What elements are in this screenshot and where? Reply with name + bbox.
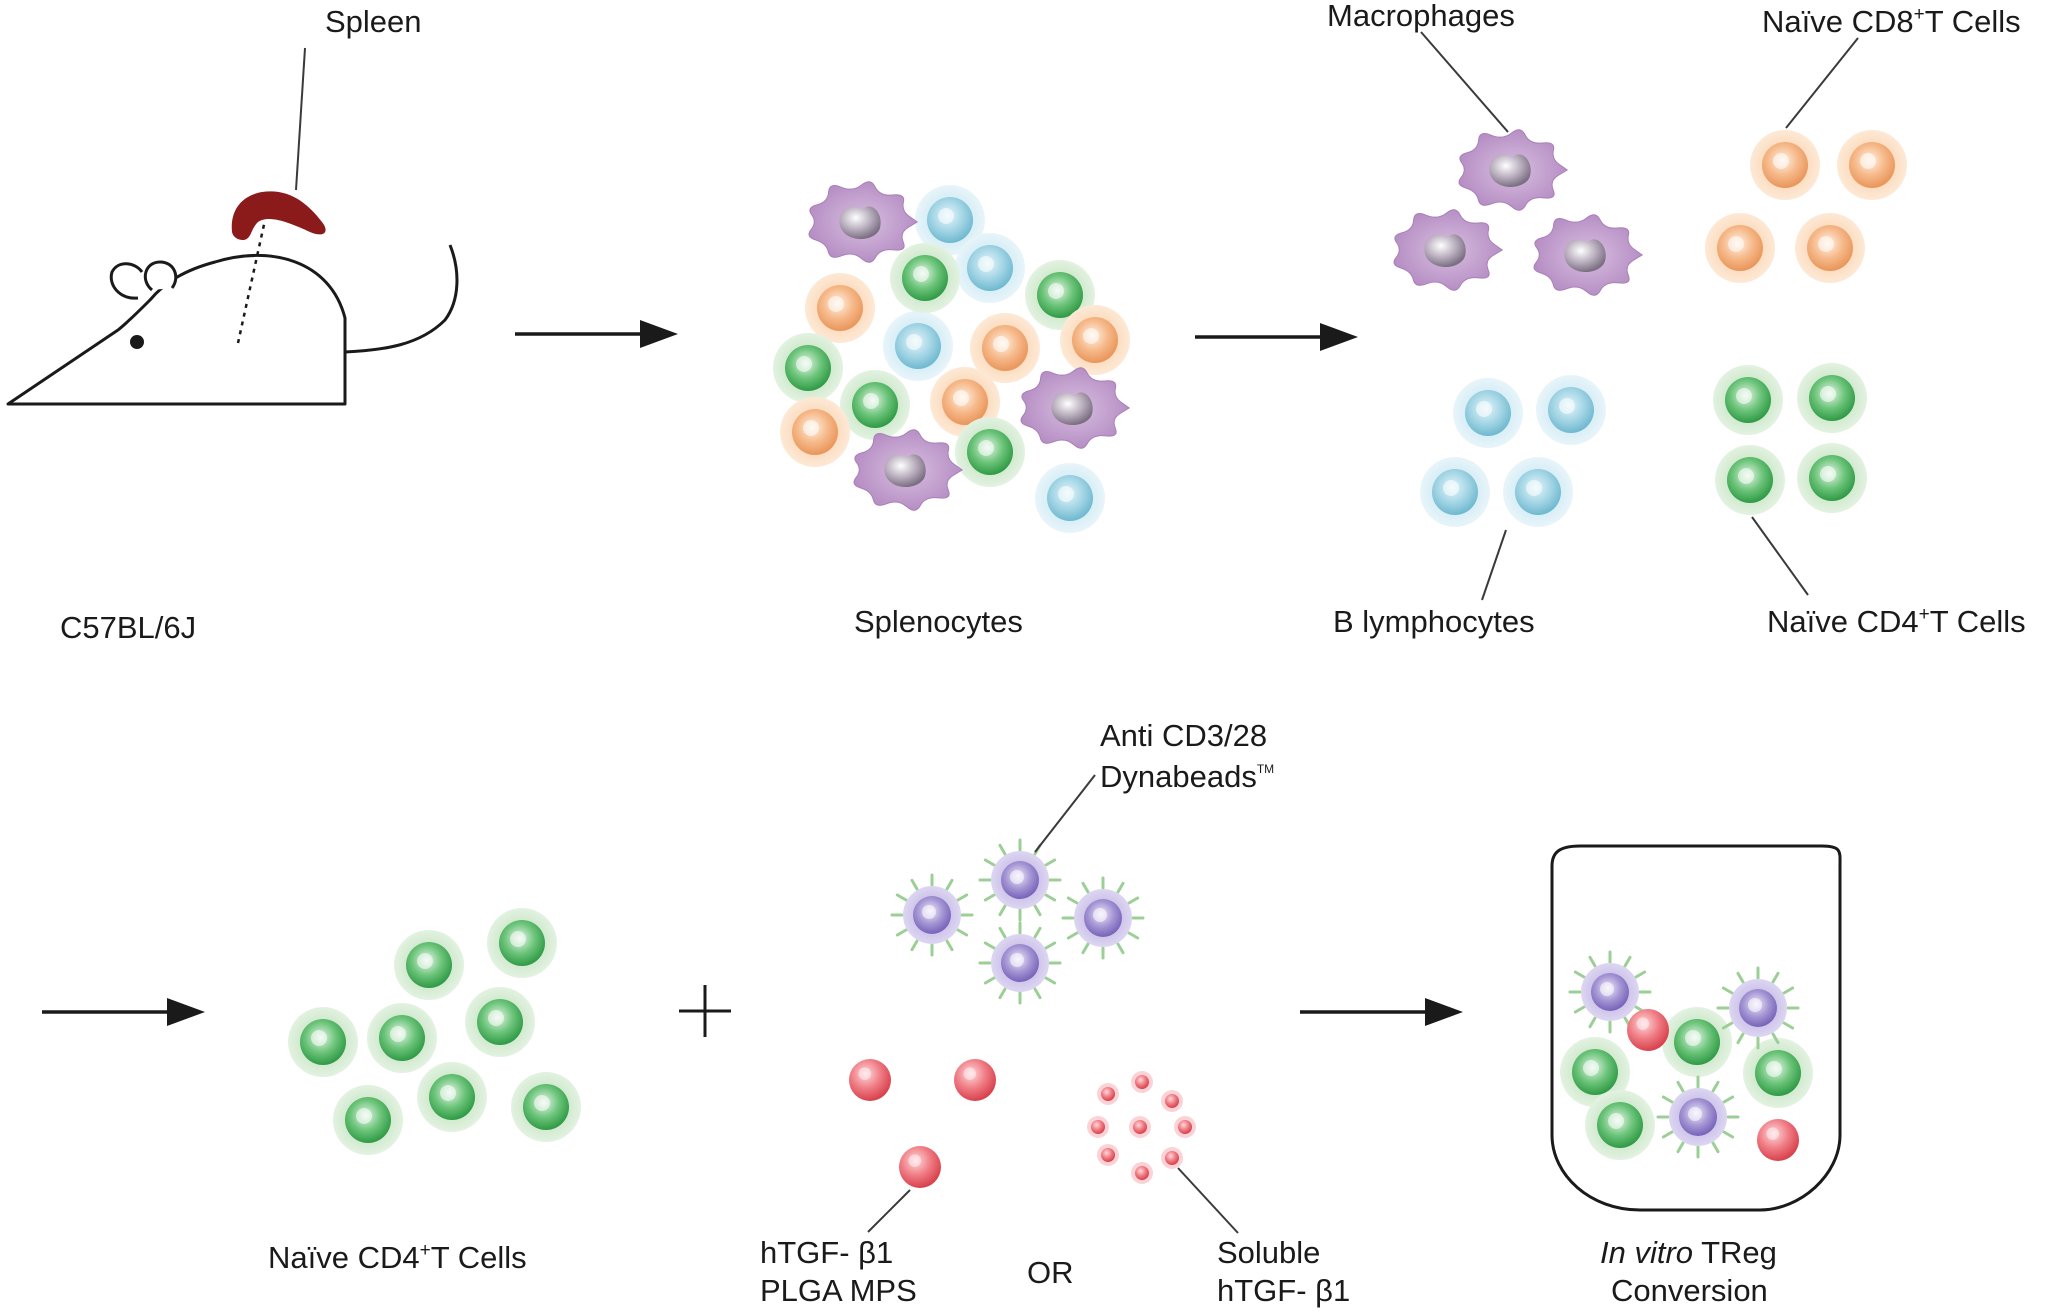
splenocyte-cell bbox=[780, 397, 850, 467]
macrophage-cell bbox=[853, 429, 964, 511]
conversion-label-line2: Conversion bbox=[1611, 1273, 1768, 1308]
dynabead bbox=[1061, 876, 1145, 960]
or-label: OR bbox=[1027, 1255, 1074, 1290]
splenocyte-cell bbox=[970, 313, 1040, 383]
macrophage-group bbox=[1393, 129, 1644, 296]
macrophage-cell bbox=[1020, 367, 1131, 449]
splenocyte-cell bbox=[955, 233, 1025, 303]
naive-cd4-label-bottom: Naïve CD4+T Cells bbox=[268, 1240, 527, 1275]
soluble-tgf-particle bbox=[1174, 1116, 1196, 1138]
dynabead bbox=[1568, 950, 1652, 1034]
soluble-tgf-particle bbox=[1131, 1162, 1153, 1184]
splenocyte-cell bbox=[955, 417, 1025, 487]
well-contents bbox=[1560, 950, 1813, 1161]
dynabeads-label-line1: Anti CD3/28 bbox=[1100, 718, 1267, 753]
b-cell bbox=[1503, 457, 1573, 527]
cd4-cell-group-bottom bbox=[288, 908, 581, 1155]
cd4-cell bbox=[1715, 445, 1785, 515]
cd4-cell bbox=[1713, 365, 1783, 435]
dynabead bbox=[1656, 1075, 1740, 1159]
arrow-4 bbox=[1300, 998, 1463, 1026]
dynabead bbox=[1716, 966, 1800, 1050]
plga-particle bbox=[899, 1146, 941, 1188]
macrophage-cell bbox=[1533, 214, 1644, 296]
dynabead bbox=[890, 873, 974, 957]
cd4-cell bbox=[1560, 1037, 1630, 1107]
soluble-label-line1: Soluble bbox=[1217, 1235, 1320, 1270]
arrow-2 bbox=[1195, 323, 1358, 351]
spleen-icon bbox=[231, 191, 326, 240]
cd8-cell bbox=[1705, 213, 1775, 283]
cd4-cell bbox=[1797, 443, 1867, 513]
cd4-cell bbox=[417, 1062, 487, 1132]
soluble-tgf-particle bbox=[1131, 1071, 1153, 1093]
cd4-cell bbox=[1662, 1007, 1732, 1077]
cd4-cell bbox=[367, 1003, 437, 1073]
b-cell bbox=[1536, 375, 1606, 445]
dynabead-group bbox=[890, 838, 1145, 1005]
plga-label-line1: hTGF- β1 bbox=[760, 1235, 893, 1270]
cd8-cell bbox=[1795, 213, 1865, 283]
cd4-cell-group-top bbox=[1713, 363, 1867, 515]
cd4-cell bbox=[1585, 1090, 1655, 1160]
naive-cd4-label-top: Naïve CD4+T Cells bbox=[1767, 604, 2026, 639]
cd4-cell bbox=[288, 1007, 358, 1077]
soluble-label-line2: hTGF- β1 bbox=[1217, 1273, 1350, 1308]
cd8-cell-group bbox=[1705, 130, 1907, 283]
b-cell bbox=[1420, 457, 1490, 527]
splenocyte-cell bbox=[1035, 463, 1105, 533]
soluble-tgf-particle bbox=[1087, 1116, 1109, 1138]
soluble-tgf-particle bbox=[1161, 1090, 1183, 1112]
soluble-tgf-particle bbox=[1097, 1083, 1119, 1105]
b-cell-group bbox=[1420, 375, 1606, 527]
mouse-icon bbox=[6, 219, 459, 406]
dynabead bbox=[978, 921, 1062, 1005]
plga-label-line2: PLGA MPS bbox=[760, 1273, 917, 1308]
conversion-label-line1: In vitro TReg bbox=[1600, 1235, 1777, 1270]
plga-particle bbox=[849, 1059, 891, 1101]
arrow-3 bbox=[42, 998, 205, 1026]
macrophage-cell bbox=[1458, 129, 1569, 211]
macrophage-cell bbox=[1393, 209, 1504, 291]
dynabead bbox=[978, 838, 1062, 922]
cd4-cell bbox=[487, 908, 557, 978]
macrophage-cell bbox=[808, 181, 919, 263]
plus-icon bbox=[679, 985, 731, 1037]
splenocytes-cluster bbox=[773, 181, 1131, 533]
soluble-tgf-particle bbox=[1097, 1144, 1119, 1166]
spleen-label: Spleen bbox=[325, 4, 422, 39]
cd4-cell bbox=[1743, 1038, 1813, 1108]
splenocyte-cell bbox=[805, 273, 875, 343]
naive-cd8-label: Naïve CD8+T Cells bbox=[1762, 4, 2021, 39]
splenocyte-cell bbox=[1060, 305, 1130, 375]
cd4-cell bbox=[511, 1072, 581, 1142]
cd8-cell bbox=[1750, 130, 1820, 200]
b-lymphocytes-label: B lymphocytes bbox=[1333, 604, 1535, 639]
cd8-cell bbox=[1837, 130, 1907, 200]
plga-particle bbox=[954, 1059, 996, 1101]
plga-particle-group bbox=[849, 1059, 996, 1188]
splenocyte-cell bbox=[840, 370, 910, 440]
cd4-cell bbox=[465, 987, 535, 1057]
splenocyte-cell bbox=[890, 243, 960, 313]
cd4-cell bbox=[1797, 363, 1867, 433]
strain-label: C57BL/6J bbox=[60, 610, 196, 645]
macrophages-label: Macrophages bbox=[1327, 0, 1515, 33]
soluble-tgf-particle bbox=[1129, 1116, 1151, 1138]
soluble-tgf-particle bbox=[1161, 1147, 1183, 1169]
soluble-tgf-group bbox=[1087, 1071, 1196, 1184]
cd4-cell bbox=[333, 1085, 403, 1155]
plga-particle bbox=[1627, 1009, 1669, 1051]
arrow-1 bbox=[515, 320, 678, 348]
dynabeads-label-line2: DynabeadsTM bbox=[1100, 759, 1274, 794]
splenocyte-cell bbox=[773, 333, 843, 403]
b-cell bbox=[1453, 378, 1523, 448]
plga-particle bbox=[1757, 1119, 1799, 1161]
cd4-cell bbox=[394, 930, 464, 1000]
splenocytes-label: Splenocytes bbox=[854, 604, 1023, 639]
splenocyte-cell bbox=[883, 311, 953, 381]
splenocyte-cell bbox=[915, 185, 985, 255]
